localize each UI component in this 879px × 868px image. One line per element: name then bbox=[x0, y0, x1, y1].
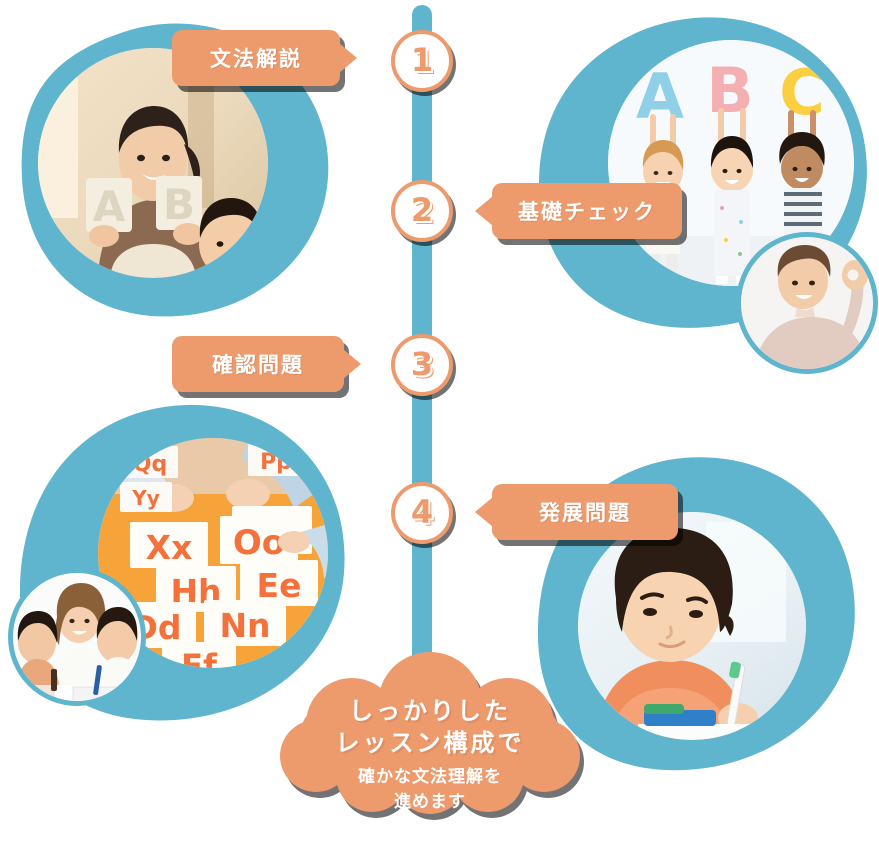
step-3-badge: 3 bbox=[391, 334, 453, 396]
summary-cloud-callout: しっかりした レッスン構成で 確かな文法理解を 進めます bbox=[272, 652, 588, 828]
summary-line-2: レッスン構成で bbox=[335, 728, 525, 757]
step-3-label: 確認問題 bbox=[212, 353, 304, 377]
step-3-photo: Qq Pp Yy Aa Oo Xx Hh Ee Dd Nn bbox=[98, 438, 328, 668]
svg-text:Nn: Nn bbox=[219, 606, 270, 645]
step-2-label-callout[interactable]: 基礎チェック bbox=[492, 183, 682, 239]
step-2-label: 基礎チェック bbox=[518, 200, 656, 224]
step-3-number: 3 bbox=[410, 345, 434, 383]
svg-text:Pp: Pp bbox=[260, 450, 292, 475]
step-4-badge: 4 bbox=[391, 482, 453, 544]
step-1-number: 1 bbox=[410, 41, 434, 79]
step-4-number: 4 bbox=[410, 493, 434, 531]
step-1-badge: 1 bbox=[391, 30, 453, 92]
svg-text:Qq: Qq bbox=[133, 452, 167, 477]
step-1-label-callout[interactable]: 文法解説 bbox=[172, 30, 340, 86]
svg-text:C: C bbox=[779, 56, 825, 129]
step-4-label: 発展問題 bbox=[539, 501, 631, 525]
svg-text:A: A bbox=[636, 60, 684, 133]
svg-text:B: B bbox=[163, 180, 195, 229]
step-3-label-callout[interactable]: 確認問題 bbox=[172, 336, 344, 392]
step-4-photo bbox=[578, 512, 806, 740]
step-4-label-callout[interactable]: 発展問題 bbox=[492, 484, 678, 540]
svg-text:B: B bbox=[706, 54, 753, 127]
svg-text:Ff: Ff bbox=[181, 647, 218, 668]
svg-text:Xx: Xx bbox=[146, 528, 193, 567]
summary-line-1: しっかりした bbox=[349, 697, 511, 725]
svg-text:Oo: Oo bbox=[233, 523, 285, 563]
step-2-badge: 2 bbox=[391, 180, 453, 242]
step-2-number: 2 bbox=[410, 191, 434, 229]
step-1-label: 文法解説 bbox=[210, 47, 302, 71]
summary-line-4: 進めます bbox=[394, 791, 466, 812]
summary-line-3: 確かな文法理解を bbox=[358, 767, 502, 788]
step-2-inset-photo bbox=[736, 232, 878, 374]
svg-text:Yy: Yy bbox=[131, 486, 160, 510]
svg-text:A: A bbox=[93, 182, 126, 231]
step-3-inset-photo bbox=[8, 568, 146, 706]
svg-text:Ee: Ee bbox=[257, 566, 302, 605]
summary-cloud-text: しっかりした レッスン構成で 確かな文法理解を 進めます bbox=[272, 696, 588, 815]
